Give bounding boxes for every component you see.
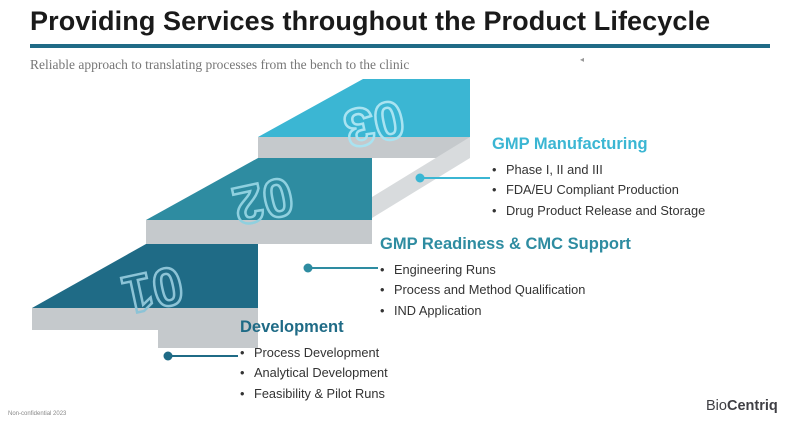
connector-1-dot <box>163 351 173 361</box>
list-item: Analytical Development <box>240 363 388 384</box>
connector-3-dot <box>415 173 425 183</box>
phase-list: Phase I, II and III FDA/EU Compliant Pro… <box>492 160 705 221</box>
list-item: Engineering Runs <box>380 260 631 281</box>
list-item: FDA/EU Compliant Production <box>492 180 705 201</box>
step-2-side <box>146 220 372 244</box>
step-1-side <box>32 308 258 348</box>
phase-gmp-readiness: GMP Readiness & CMC Support Engineering … <box>380 235 631 321</box>
step-1-top <box>32 244 258 308</box>
logo-suffix: Centriq <box>726 398 778 414</box>
page-subtitle: Reliable approach to translating process… <box>30 57 410 72</box>
list-item: Process and Method Qualification <box>380 280 631 301</box>
list-item: Phase I, II and III <box>492 160 705 181</box>
phase-heading: GMP Manufacturing <box>492 135 648 153</box>
page-title: Providing Services throughout the Produc… <box>30 6 711 36</box>
small-triangle-icon: ◂ <box>580 55 585 64</box>
title-underline <box>30 44 770 48</box>
phase-heading: GMP Readiness & CMC Support <box>380 235 631 253</box>
phase-gmp-manufacturing: GMP Manufacturing Phase I, II and III FD… <box>492 135 705 221</box>
list-item: Drug Product Release and Storage <box>492 201 705 222</box>
list-item: IND Application <box>380 301 631 322</box>
phase-development: Development Process Development Analytic… <box>240 318 388 404</box>
phase-list: Process Development Analytical Developme… <box>240 343 388 404</box>
connector-2-dot <box>303 263 313 273</box>
list-item: Feasibility & Pilot Runs <box>240 384 388 405</box>
step-3-number: 03 <box>338 88 409 159</box>
step-1-number: 01 <box>117 254 188 325</box>
step-3-side <box>258 137 470 158</box>
logo-prefix: Bio <box>706 398 727 414</box>
biocentriq-logo: BioCentriq <box>706 398 778 414</box>
phase-list: Engineering Runs Process and Method Qual… <box>380 260 631 321</box>
phase-heading: Development <box>240 318 344 336</box>
step-3-top <box>258 79 470 137</box>
step-2-top <box>146 158 372 220</box>
list-item: Process Development <box>240 343 388 364</box>
step-2-number: 02 <box>227 165 298 236</box>
confidentiality-note: Non-confidential 2023 <box>8 411 67 417</box>
